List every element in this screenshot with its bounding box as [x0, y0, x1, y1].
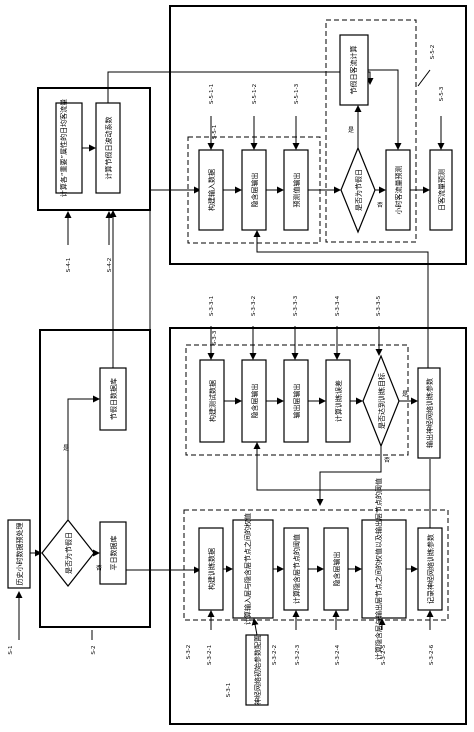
s3-2-dashed-frame: [183, 509, 449, 621]
s5-1-1-label: S-5-1-1: [209, 83, 215, 104]
s1-text: 历史小时数据预处理: [15, 523, 24, 586]
s5-2-group: 节假日客流计算 是否为节假日 小时客流量预测 是 否 S-5-2: [339, 34, 436, 234]
hourly-pred-box: [385, 149, 411, 231]
holiday-db-box: [99, 367, 127, 431]
s3-2-6-label: S-3-2-6: [429, 644, 435, 665]
s3-2-label: S-3-2: [186, 645, 192, 660]
arrow-s4-holiday-calc: [107, 71, 374, 103]
s3-3-1-text: 构建测试数据: [208, 380, 217, 422]
s3-2-6-text: 记录神经网络训练参数: [426, 534, 435, 604]
weekday-db-text: 平日数据库: [109, 536, 118, 571]
s3-2-2-box: [232, 519, 274, 619]
weekday-db-box: [99, 521, 127, 585]
s5-2-decision-text: 是否为节假日: [354, 169, 363, 211]
s5-1-group: 构建输入数据 隐含层输出 预测值输出 S-5-1-1 S-5-1-2 S-5-1…: [198, 83, 341, 231]
arrow-s3-1-s3-2-2: [251, 618, 259, 636]
holiday-calc-text: 节假日客流计算: [349, 46, 358, 95]
holiday-db-text: 节假日数据库: [109, 378, 118, 420]
s3-2-3-box: [283, 527, 309, 611]
s3-2-4-text: 隐含层输出: [332, 552, 341, 587]
classification-frame: [39, 329, 151, 628]
s5-1-2-label: S-5-1-2: [252, 84, 258, 104]
s5-3-text: 日客流量预测: [437, 169, 446, 211]
s4-2-label: S-4-2: [107, 258, 113, 273]
s3-1-label: S-3-1: [226, 682, 232, 697]
s3-3-2-label: S-3-3-2: [251, 296, 257, 316]
s3-2-4-box: [323, 527, 349, 611]
arrow-yes-holiday: [67, 395, 100, 520]
output-params-box: [417, 367, 441, 459]
output-params-text: 输出神经网络训练参数: [425, 378, 434, 448]
s3-3-label: S-3-3: [212, 330, 218, 345]
s3-3-4-label: S-3-3-4: [335, 295, 341, 316]
s5-3-box: [429, 149, 453, 231]
s3-2-2-label: S-3-2-2: [272, 645, 278, 665]
s3-3-group: 构建测试数据 隐含层输出 输出层输出 计算训练误差 是否达到训练目标 S-3-3…: [199, 295, 400, 448]
s4-2-box: [95, 102, 121, 194]
s3-3-1-label: S-3-3-1: [209, 295, 215, 316]
s3-3-no-label: 否: [384, 457, 390, 464]
s3-3-yes-label: 是: [402, 391, 408, 398]
s4-1-text: 计算各“重要”属性的日均客流量: [59, 99, 68, 197]
s2-no-label: 否: [96, 565, 102, 572]
s3-2-group: 构建训练数据 计算输入层与隐含层节点之间的权值 计算隐含层节点的阈值 隐含层输出…: [186, 478, 443, 665]
s2-holiday-decision: [41, 519, 95, 587]
holiday-calc-box: [339, 34, 369, 106]
s3-3-1-box: [199, 359, 225, 443]
s3-2-2-text: 计算输入层与隐含层节点之间的权值: [243, 513, 252, 625]
s4-2-text: 计算节假日波动系数: [104, 117, 113, 180]
holiday-coefficient-frame: [37, 87, 151, 211]
s5-1-3-box: [283, 149, 309, 231]
s3-3-2-text: 隐含层输出: [250, 384, 259, 419]
s1-label: S-1: [8, 645, 14, 655]
s5-1-3-label: S-5-1-3: [294, 83, 300, 104]
s5-2-label: S-5-2: [430, 45, 436, 60]
s3-2-3-label: S-3-2-3: [295, 644, 301, 665]
s4-1-label: S-4-1: [66, 257, 72, 272]
s3-2-1-text: 构建训练数据: [207, 548, 216, 590]
s3-3-2-box: [241, 359, 267, 443]
s1-preprocess-box: [7, 519, 31, 589]
hourly-pred-text: 小时客流量预测: [394, 166, 403, 215]
s3-1-text: 神经网络初始参数配置: [253, 635, 262, 705]
s5-3-label: S-5-3: [439, 86, 445, 101]
s3-2-5-label: S-3-2-5: [381, 644, 387, 665]
s5-2-yes-label: 是: [348, 127, 354, 134]
arrow-params-to-s5: [253, 230, 429, 368]
s3-2-5-box: [361, 519, 407, 619]
s3-3-5-text: 是否达到训练目标: [377, 373, 386, 429]
s3-3-4-text: 计算训练误差: [334, 380, 343, 422]
s3-3-dashed-frame: [185, 344, 409, 456]
training-module-frame: [169, 327, 467, 725]
s4-1-box: [55, 102, 83, 194]
s2-label: S-2: [91, 645, 97, 654]
s5-2-holiday-decision: [340, 146, 376, 234]
s3-2-5-text: 计算隐含层与输出层节点之间的权值以及输出层节点的阈值: [374, 478, 383, 660]
s3-2-4-label: S-3-2-4: [335, 644, 341, 665]
s3-2-1-label: S-3-2-1: [207, 644, 213, 665]
arrow-holiday-calc-hourly: [368, 69, 402, 150]
arrow-no-retrain: [316, 446, 382, 506]
s3-2-3-text: 计算隐含层节点的阈值: [292, 534, 301, 604]
s5-1-2-text: 隐含层输出: [250, 173, 259, 208]
prediction-module-frame: [169, 5, 467, 265]
svg-text:计算各“重要”属性的日均客流量: 计算各“重要”属性的日均客流量: [59, 99, 68, 197]
s3-3-5-label: S-3-3-5: [376, 295, 382, 316]
arrow-params-to-test: [253, 442, 430, 491]
s3-3-3-text: 输出层输出: [292, 384, 301, 419]
s5-2-no-label: 否: [377, 202, 383, 209]
s5-1-label: S-5-1: [212, 124, 218, 139]
s2-decision-text: 是否为节假日: [64, 532, 73, 574]
s5-1-1-text: 构建输入数据: [207, 169, 216, 211]
s5-1-3-text: 预测值输出: [292, 173, 301, 208]
s5-2-dashed-frame: [325, 19, 417, 243]
s5-1-1-box: [198, 149, 224, 231]
s3-3-3-label: S-3-3-3: [293, 295, 299, 316]
s2-yes-label: 是: [63, 445, 69, 452]
